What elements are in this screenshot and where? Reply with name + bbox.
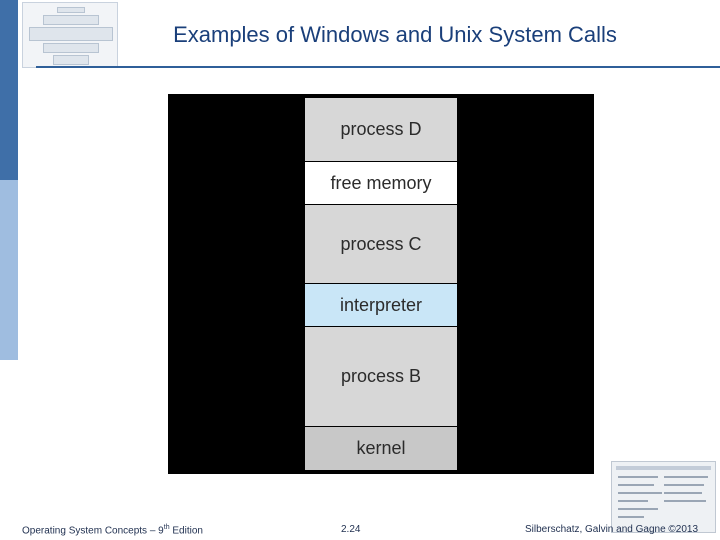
left-accent-bar-bottom xyxy=(0,180,18,360)
memory-block-process-b: process B xyxy=(305,327,457,426)
memory-block-process-d: process D xyxy=(305,98,457,161)
memory-block-label: process C xyxy=(340,233,422,254)
memory-block-kernel: kernel xyxy=(305,427,457,470)
memory-block-process-c: process C xyxy=(305,205,457,283)
memory-block-label: kernel xyxy=(356,438,406,458)
memory-block-label: process D xyxy=(340,119,422,139)
thumbnail-screenshot-bottom-right xyxy=(611,461,716,533)
footer-book-title: Operating System Concepts – 9th Edition xyxy=(22,524,203,537)
memory-block-interpreter: interpreter xyxy=(305,284,457,326)
memory-block-label: free memory xyxy=(330,172,432,193)
footer-page-number: 2.24 xyxy=(341,524,361,535)
memory-block-label: process B xyxy=(340,366,422,386)
memory-block-label: interpreter xyxy=(339,294,423,315)
left-accent-bar-top xyxy=(0,0,18,180)
footer-copyright: Silberschatz, Galvin and Gagne ©2013 xyxy=(525,524,699,535)
memory-block-free-memory: free memory xyxy=(305,162,457,204)
thumbnail-diagram-top-left xyxy=(22,2,118,68)
slide-title: Examples of Windows and Unix System Call… xyxy=(173,22,617,47)
title-rule xyxy=(36,66,720,68)
